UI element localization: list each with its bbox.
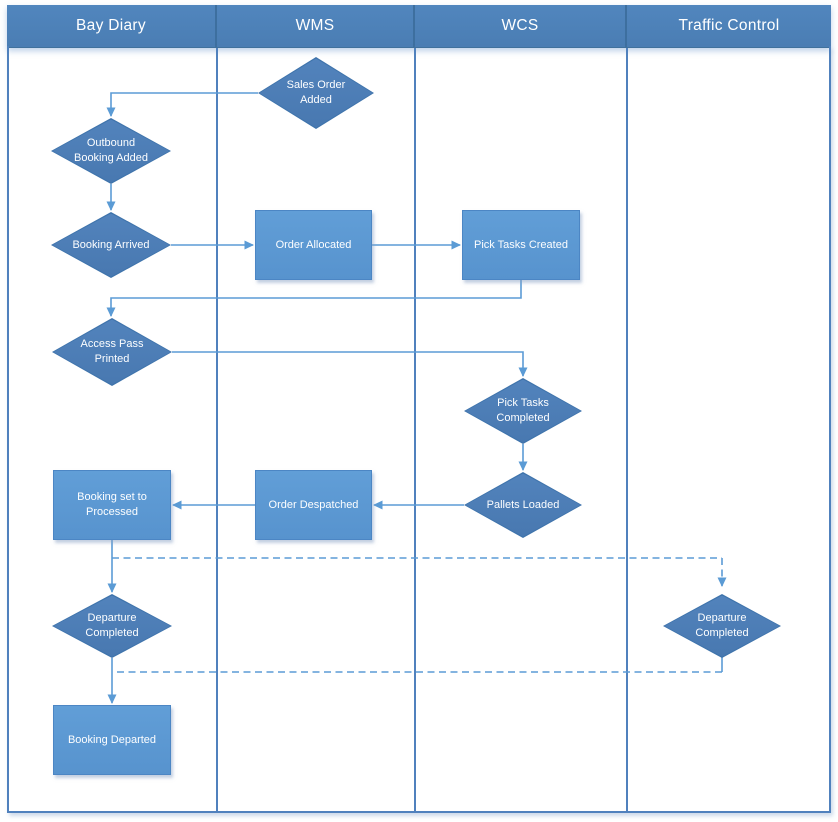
node-label: Pallets Loaded: [486, 498, 560, 511]
node-booking-departed: Booking Departed: [53, 705, 171, 775]
lane-header-traffic-control: Traffic Control: [627, 5, 831, 47]
node-departure-completed-bay-diary: Departure Completed: [52, 594, 172, 658]
node-label: Sales Order Added: [286, 79, 346, 106]
node-label: Order Despatched: [268, 498, 359, 511]
node-label: Booking set to Processed: [77, 491, 147, 518]
lane-header-bay-diary: Bay Diary: [7, 5, 217, 47]
node-label: Pick Tasks Completed: [496, 397, 550, 424]
node-pallets-loaded: Pallets Loaded: [464, 472, 582, 538]
node-label: Outbound Booking Added: [73, 137, 148, 164]
node-label: Order Allocated: [275, 238, 352, 251]
node-booking-arrived: Booking Arrived: [51, 212, 171, 278]
lane-title: WCS: [501, 17, 539, 34]
lane-title: WMS: [295, 17, 335, 34]
node-label: Booking Departed: [67, 733, 157, 746]
node-label: Booking Arrived: [72, 238, 150, 251]
node-departure-completed-traffic-control: Departure Completed: [663, 594, 781, 658]
lane-header-row: Bay Diary WMS WCS Traffic Control: [7, 5, 831, 48]
lane-divider: [626, 48, 628, 813]
node-label: Departure Completed: [695, 612, 749, 639]
lane-title: Traffic Control: [678, 17, 780, 34]
lane-header-wms: WMS: [217, 5, 415, 47]
lane-divider: [216, 48, 218, 813]
node-pick-tasks-created: Pick Tasks Created: [462, 210, 580, 280]
node-order-allocated: Order Allocated: [255, 210, 372, 280]
node-label: Access Pass Printed: [80, 338, 144, 365]
lane-title: Bay Diary: [76, 17, 146, 34]
node-label: Departure Completed: [85, 612, 139, 639]
lane-header-wcs: WCS: [415, 5, 627, 47]
node-sales-order-added: Sales Order Added: [258, 57, 374, 129]
diagram-frame: [7, 46, 831, 813]
node-outbound-booking-added: Outbound Booking Added: [51, 118, 171, 184]
node-access-pass-printed: Access Pass Printed: [52, 318, 172, 386]
lane-divider: [414, 48, 416, 813]
node-pick-tasks-completed: Pick Tasks Completed: [464, 378, 582, 444]
node-booking-set-to-processed: Booking set to Processed: [53, 470, 171, 540]
node-label: Pick Tasks Created: [474, 238, 568, 251]
node-order-despatched: Order Despatched: [255, 470, 372, 540]
